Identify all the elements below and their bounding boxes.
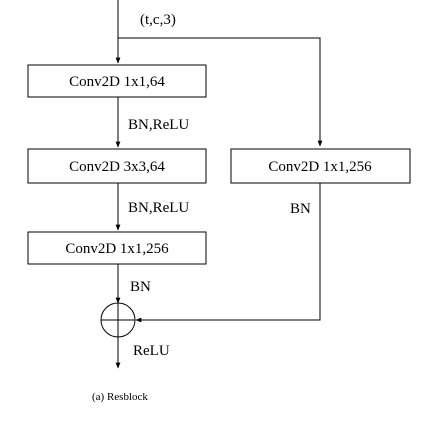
shortcut-to-add-arrow [135, 183, 321, 323]
conv3-label: Conv2D 1x1,256 [65, 241, 169, 257]
conv1-label: Conv2D 1x1,64 [69, 74, 165, 90]
caption: (a) Resblock [92, 391, 148, 403]
after-conv2-label: BN,ReLU [128, 200, 189, 216]
shortcut-branch-arrow [118, 37, 323, 147]
shortcut-conv-label: Conv2D 1x1,256 [268, 159, 372, 175]
after-shortcut-label: BN [290, 201, 311, 217]
after-add-label: ReLU [133, 343, 170, 359]
after-conv3-label: BN [130, 279, 151, 295]
shortcut-conv-block [230, 148, 411, 184]
add-node [100, 302, 136, 338]
input-label: (t,c,3) [140, 12, 176, 28]
conv2-block [27, 148, 207, 184]
conv1-block [27, 64, 207, 98]
conv2-label: Conv2D 3x3,64 [69, 159, 165, 175]
conv3-block [27, 231, 207, 265]
after-conv1-label: BN,ReLU [128, 117, 189, 133]
